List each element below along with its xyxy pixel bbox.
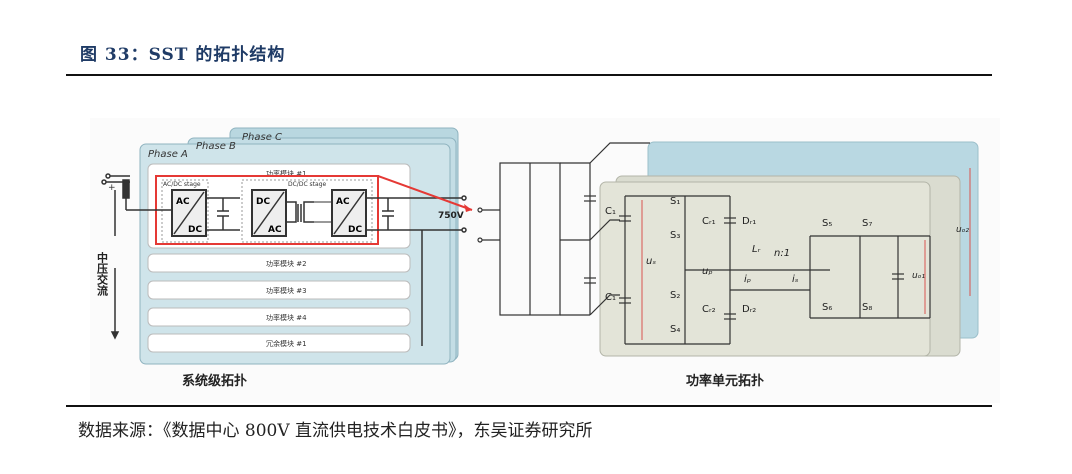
s4-label: S₄ <box>670 324 680 335</box>
converter-block-2: DC AC <box>251 189 287 237</box>
input-label: 中压交流 <box>96 251 109 297</box>
power-unit-topology: C₁ C₁ S₁ S₃ S₂ S₄ Cᵣ₁ Cᵣ₂ Dᵣ₁ Dᵣ₂ uₛ uₚ … <box>477 141 979 357</box>
cr2-label: Cᵣ₂ <box>702 304 716 315</box>
power-module-2 <box>147 253 411 273</box>
figure-image: Phase C Phase B Phase A 功率模块 #1 AC/DC st… <box>90 118 1000 403</box>
dc-link-capacitor-1 <box>206 197 240 231</box>
system-level-topology: Phase C Phase B Phase A 功率模块 #1 AC/DC st… <box>96 127 473 365</box>
phase-c-label: Phase C <box>242 132 282 143</box>
converter-block-1: AC DC <box>171 189 207 237</box>
svg-text:功率模块 #4: 功率模块 #4 <box>266 313 307 322</box>
svg-text:DC: DC <box>256 197 270 207</box>
svg-text:冗余模块 #1: 冗余模块 #1 <box>266 339 307 348</box>
svg-text:DC: DC <box>348 225 362 235</box>
output-voltage: 750V <box>438 211 464 221</box>
up-label: uₚ <box>702 266 713 277</box>
power-unit-caption: 功率单元拓扑 <box>686 374 765 389</box>
source-note: 数据来源：《数据中心 800V 直流供电技术白皮书》，东吴证券研究所 <box>78 421 593 441</box>
is-label: iₛ <box>792 274 799 285</box>
converter-block-3: AC DC <box>331 189 367 237</box>
svg-text:+: + <box>108 183 116 193</box>
power-module-3 <box>147 280 411 300</box>
uo1-label: uₒ₁ <box>912 271 925 281</box>
module-1-label: 功率模块 #1 <box>266 169 307 178</box>
s5-label: S₅ <box>822 218 832 229</box>
redundant-module-1 <box>147 333 411 353</box>
c1-label: C₁ <box>605 206 616 217</box>
s1-label: S₁ <box>670 196 680 207</box>
s6-label: S₆ <box>822 302 832 313</box>
c1b-label: C₁ <box>605 292 616 303</box>
lr-label: Lᵣ <box>752 244 761 255</box>
dr2-label: Dᵣ₂ <box>742 304 756 315</box>
phase-a-label: Phase A <box>148 149 188 160</box>
zoom-pointer-arrow <box>377 175 473 211</box>
top-rule <box>66 74 992 76</box>
ip-label: iₚ <box>744 274 751 285</box>
s3-label: S₃ <box>670 230 680 241</box>
s2-label: S₂ <box>670 290 680 301</box>
svg-text:AC: AC <box>336 197 350 207</box>
sst-diagram: Phase C Phase B Phase A 功率模块 #1 AC/DC st… <box>96 127 979 365</box>
us-label: uₛ <box>646 256 656 267</box>
s7-label: S₇ <box>862 218 872 229</box>
output-terminals <box>420 195 467 346</box>
output-capacitor <box>366 197 420 231</box>
acdc-stage-label: AC/DC stage <box>163 181 201 188</box>
other-modules: 功率模块 #2 功率模块 #3 功率模块 #4 冗余模块 #1 <box>147 253 411 353</box>
svg-text:功率模块 #2: 功率模块 #2 <box>266 259 307 268</box>
uo2-label: uₒ₂ <box>956 225 969 235</box>
transformer-icon <box>286 201 314 223</box>
power-module-4 <box>147 307 411 327</box>
input-terminals <box>101 173 172 340</box>
system-topology-caption: 系统级拓扑 <box>182 374 248 389</box>
svg-text:DC: DC <box>188 225 202 235</box>
dcdc-stage-label: DC/DC stage <box>288 181 327 188</box>
cr1-label: Cᵣ₁ <box>702 216 716 227</box>
bottom-rule <box>66 405 992 407</box>
svg-text:AC: AC <box>268 225 282 235</box>
rectifier-bridge <box>477 142 650 316</box>
phase-b-label: Phase B <box>196 141 236 152</box>
s8-label: S₈ <box>862 302 872 313</box>
svg-text:功率模块 #3: 功率模块 #3 <box>266 286 307 295</box>
svg-text:AC: AC <box>176 197 190 207</box>
dr1-label: Dᵣ₁ <box>742 216 756 227</box>
figure-title: 图 33：SST 的拓扑结构 <box>80 45 286 65</box>
unit-panel-front <box>599 181 931 357</box>
ratio-label: n:1 <box>774 248 790 259</box>
